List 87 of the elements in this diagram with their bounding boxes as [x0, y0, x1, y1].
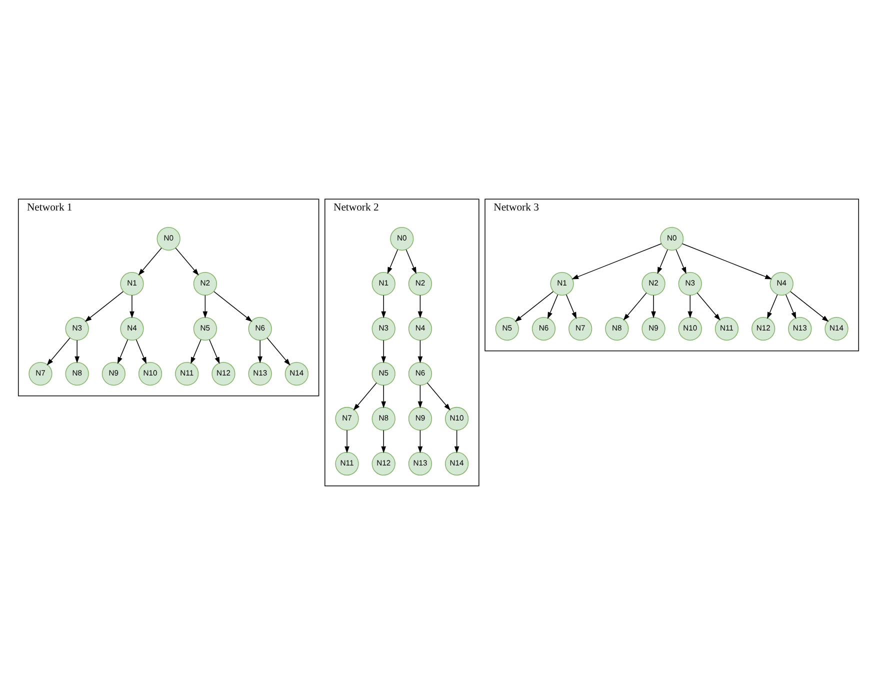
node-circle: N11: [714, 316, 739, 340]
node-circle: N12: [372, 451, 396, 476]
arrow: [682, 242, 772, 279]
node-circle: N2: [193, 271, 217, 296]
arrow: [767, 294, 778, 319]
node-circle: N14: [824, 316, 848, 340]
node-circle: N10: [678, 316, 702, 340]
arrow: [406, 248, 416, 274]
arrow: [418, 429, 423, 453]
node-circle: N7: [28, 361, 52, 386]
arrow: [138, 247, 162, 276]
node-circle: N6: [408, 361, 432, 386]
arrow: [623, 292, 647, 320]
arrow: [651, 294, 656, 318]
arrow: [84, 290, 124, 322]
node-circle: N12: [752, 316, 776, 340]
arrow: [381, 384, 386, 408]
node-circle: N2: [642, 271, 666, 296]
arrow: [418, 294, 423, 318]
node-circle: N11: [335, 451, 359, 476]
arrow: [175, 247, 199, 276]
arrow: [202, 294, 208, 318]
node-circle: N6: [532, 316, 556, 340]
node-circle: N8: [65, 361, 89, 386]
node-circle: N7: [568, 316, 592, 340]
node-circle: N10: [138, 361, 162, 386]
arrow: [696, 292, 720, 320]
node-circle: N8: [372, 406, 396, 430]
arrow: [214, 290, 252, 322]
arrow: [381, 429, 386, 453]
arrow: [209, 338, 220, 364]
node-circle: N6: [248, 316, 272, 340]
arrow: [387, 248, 398, 274]
node-circle: N3: [65, 316, 89, 340]
node-circle: N7: [335, 406, 359, 430]
arrow: [258, 339, 262, 363]
arrow: [381, 339, 386, 363]
node-circle: N13: [788, 316, 812, 340]
arrow: [266, 337, 290, 366]
node-circle: N12: [212, 361, 236, 386]
node-circle: N4: [770, 271, 794, 296]
arrow: [136, 338, 146, 364]
node-circle: N13: [248, 361, 272, 386]
node-circle: N1: [550, 271, 574, 296]
node-circle: N3: [678, 271, 702, 296]
arrow: [117, 338, 128, 364]
arrow: [785, 294, 796, 319]
node-circle: N4: [120, 316, 144, 340]
arrow: [688, 294, 693, 318]
arrow: [190, 338, 202, 364]
arrow: [566, 294, 577, 319]
arrow: [381, 294, 386, 318]
node-circle: N9: [408, 406, 432, 430]
node-circle: N13: [408, 451, 432, 476]
node-circle: N9: [102, 361, 126, 386]
node-circle: N3: [372, 316, 396, 340]
arrow: [657, 248, 668, 274]
arrow: [344, 429, 350, 453]
arrow: [130, 294, 134, 318]
arrow: [514, 290, 554, 322]
node-circle: N5: [372, 361, 396, 386]
arrow: [46, 337, 70, 366]
arrow: [426, 382, 450, 410]
node-circle: N4: [408, 316, 432, 340]
arrow: [572, 242, 662, 279]
node-circle: N0: [156, 226, 180, 250]
arrow: [454, 429, 460, 453]
arrow: [418, 339, 423, 363]
node-circle: N0: [660, 226, 684, 250]
node-circle: N5: [495, 316, 519, 340]
node-circle: N1: [120, 271, 144, 296]
node-circle: N0: [390, 226, 414, 250]
node-circle: N1: [372, 271, 396, 296]
node-circle: N14: [444, 451, 469, 476]
node-circle: N14: [284, 361, 308, 386]
arrow: [74, 339, 80, 363]
arrow: [790, 290, 829, 322]
node-circle: N2: [408, 271, 432, 296]
node-circle: N8: [605, 316, 629, 340]
node-circle: N5: [193, 316, 217, 340]
arrow: [418, 384, 423, 408]
arrow: [676, 248, 686, 274]
node-circle: N9: [642, 316, 666, 340]
node-circle: N11: [175, 361, 199, 386]
node-circle: N10: [444, 406, 469, 430]
arrow: [353, 382, 377, 410]
arrow: [548, 294, 558, 319]
